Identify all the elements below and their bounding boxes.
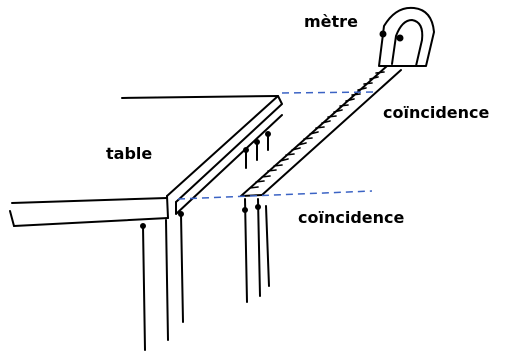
table-front-top-edge (11, 197, 168, 204)
tape-leg-dot-2 (255, 204, 261, 210)
tape-reel-dot-1 (379, 30, 387, 38)
table-front-corner (166, 195, 169, 219)
table-tick-dot-3 (265, 131, 271, 137)
table-leg-3 (180, 213, 184, 323)
tape-reel-dot-2 (396, 34, 404, 42)
tape-reel-inner (391, 19, 424, 67)
table-tick-dot-2 (254, 139, 260, 145)
tape-leg-dot-1 (242, 207, 248, 213)
table (9, 95, 283, 351)
label-table: table (106, 144, 153, 163)
tape-leg-1 (244, 198, 248, 303)
tape-reel (378, 6, 435, 67)
tape-ticks (249, 71, 385, 189)
tape-right-edge (261, 69, 402, 196)
label-coincidence-top: coïncidence (383, 103, 490, 122)
guide-line-top (281, 91, 377, 94)
label-metre: mètre (304, 12, 358, 31)
table-leg-dot-2 (178, 211, 184, 217)
table-left-face (9, 210, 15, 227)
measuring-tape (240, 6, 435, 303)
table-leg-1 (142, 225, 146, 351)
table-top-side-edge (166, 95, 279, 197)
guide-lines (177, 91, 377, 200)
label-coincidence-bottom: coïncidence (298, 208, 405, 227)
table-corner-right (175, 95, 283, 203)
table-front-bottom-edge (13, 217, 169, 227)
tape-left-edge (240, 65, 388, 197)
table-leg-dot-1 (140, 223, 146, 229)
tape-leg-3 (265, 205, 270, 287)
guide-line-bottom (177, 190, 373, 200)
tape-leg-2 (257, 198, 261, 297)
table-tick-dot-1 (243, 147, 249, 153)
table-leg-2 (165, 219, 169, 341)
table-back-edge (121, 95, 279, 99)
